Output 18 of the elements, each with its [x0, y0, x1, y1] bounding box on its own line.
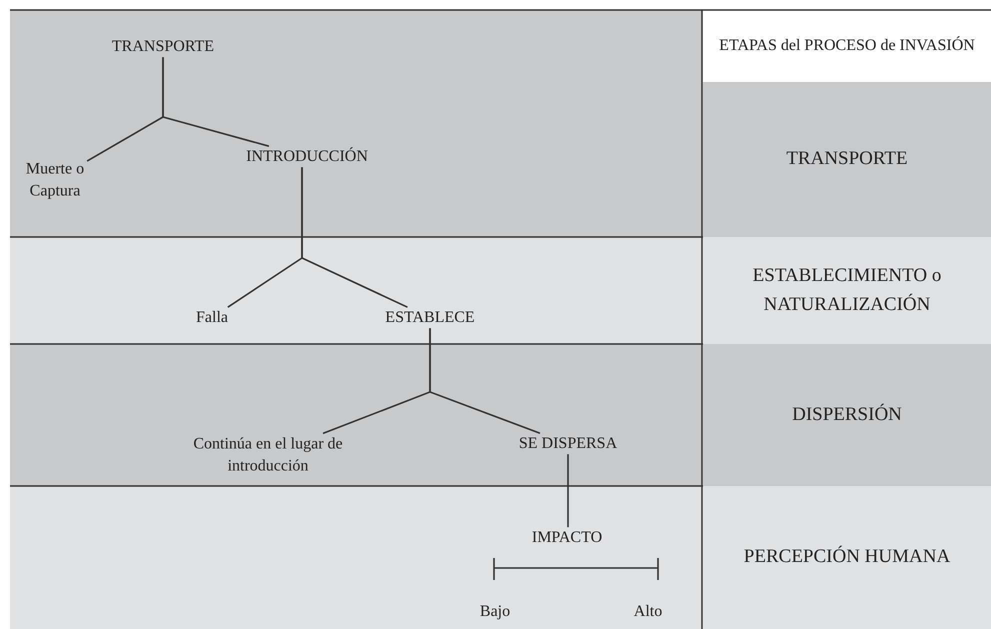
tree-connector [301, 167, 408, 308]
tree-connector [429, 328, 540, 434]
stage-cell: TRANSPORTE [703, 82, 991, 237]
tree-connector [162, 57, 270, 147]
tree-label: Muerte o Captura [15, 158, 95, 202]
tree-label: ESTABLECE [370, 307, 490, 329]
tree-label: INTRODUCCIÓN [232, 146, 382, 168]
stage-cell: PERCEPCIÓN HUMANA [703, 486, 991, 629]
tree-label: Continúa en el lugar de introducción [178, 433, 358, 477]
stage-cell: ESTABLECIMIENTO o NATURALIZACIÓN [703, 237, 991, 344]
tree-label: IMPACTO [517, 527, 617, 549]
scale-label: Alto [634, 603, 662, 621]
tree-connector [567, 454, 569, 528]
tree-label: SE DISPERSA [503, 433, 633, 455]
scale-label: Bajo [480, 603, 510, 621]
stage-cell: DISPERSIÓN [703, 344, 991, 486]
tree-label: TRANSPORTE [98, 36, 228, 58]
tree-label: Falla [182, 307, 242, 329]
